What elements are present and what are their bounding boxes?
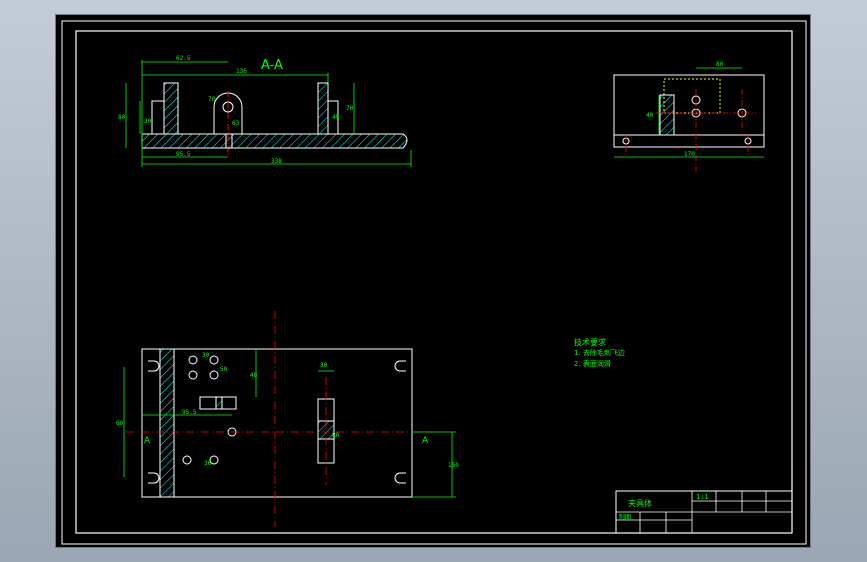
dim-section-0: 62.5 (176, 55, 191, 62)
side-wall-section (659, 94, 675, 136)
dim-side-2: 40 (646, 112, 654, 119)
dim-plan-5: 30 (320, 362, 328, 369)
pin-section (225, 133, 233, 149)
dim-plan-0: 60 (116, 420, 124, 427)
title-block-scale: 1:1 (696, 493, 709, 501)
title-block: 夹具体 1:1 制图 (615, 490, 793, 534)
plan-clamp-hatch (215, 396, 223, 410)
right-step (327, 100, 339, 135)
dim-section-8: 70 (208, 96, 216, 103)
section-title: A-A (261, 58, 283, 73)
section-view-aa: A-A 62.5 136 80 30 95.5 33 (118, 55, 412, 167)
side-dimension-lines (614, 67, 764, 158)
dim-section-4: 95.5 (176, 151, 191, 158)
tech-title: 技术要求 (574, 337, 606, 347)
dim-section-2: 80 (118, 114, 126, 121)
outer-frame (61, 20, 807, 545)
dim-plan-3: 80 (332, 432, 340, 439)
dim-section-7: 49 (332, 114, 340, 121)
section-mark-right: A (422, 436, 429, 446)
plan-corner-slots (148, 360, 406, 484)
section-mark-left: A (144, 436, 151, 446)
plan-wall-section (159, 348, 175, 498)
dim-side-1: 170 (684, 151, 695, 158)
section-dimension-lines (125, 60, 412, 167)
plan-dimension-lines (123, 349, 456, 498)
left-step (151, 100, 165, 135)
tech-item-2: 2. 表面润滑 (574, 359, 611, 368)
dim-section-6: 70 (346, 105, 354, 112)
dim-plan-8: 36 (204, 460, 212, 467)
drawing-canvas: A-A 62.5 136 80 30 95.5 33 (61, 20, 807, 545)
dim-plan-4: 150 (448, 462, 459, 469)
drawing-sheet: A-A 62.5 136 80 30 95.5 33 (55, 14, 811, 548)
dim-side-0: 80 (716, 61, 724, 68)
title-block-designer: 制图 (619, 513, 631, 521)
tech-item-1: 1. 去除毛刺飞边 (574, 348, 625, 357)
dim-section-3: 30 (144, 118, 152, 125)
right-wall-section (317, 82, 329, 135)
side-view: 80 170 40 (613, 61, 765, 173)
base-plate-section (141, 133, 408, 149)
inner-frame (75, 30, 793, 534)
dim-plan-7: 50 (220, 366, 228, 373)
title-block-grid (616, 491, 792, 533)
side-base (613, 134, 765, 148)
left-wall-section (163, 82, 179, 135)
plan-outline (141, 348, 413, 498)
dim-plan-6: 30 (202, 352, 210, 359)
dim-plan-1: 48 (250, 372, 258, 379)
title-block-name: 夹具体 (628, 498, 652, 508)
dim-section-9: 63 (232, 120, 240, 127)
plan-view: 60 48 95.5 80 150 30 30 50 36 A A (116, 311, 459, 527)
side-centerlines (625, 89, 756, 173)
plan-centerlines (126, 311, 438, 527)
dim-section-5: 338 (271, 158, 282, 165)
dim-plan-2: 95.5 (182, 409, 197, 416)
side-body (613, 74, 765, 136)
dim-section-1: 136 (236, 68, 247, 75)
tech-requirements: 技术要求 1. 去除毛刺飞边 2. 表面润滑 (574, 337, 625, 368)
